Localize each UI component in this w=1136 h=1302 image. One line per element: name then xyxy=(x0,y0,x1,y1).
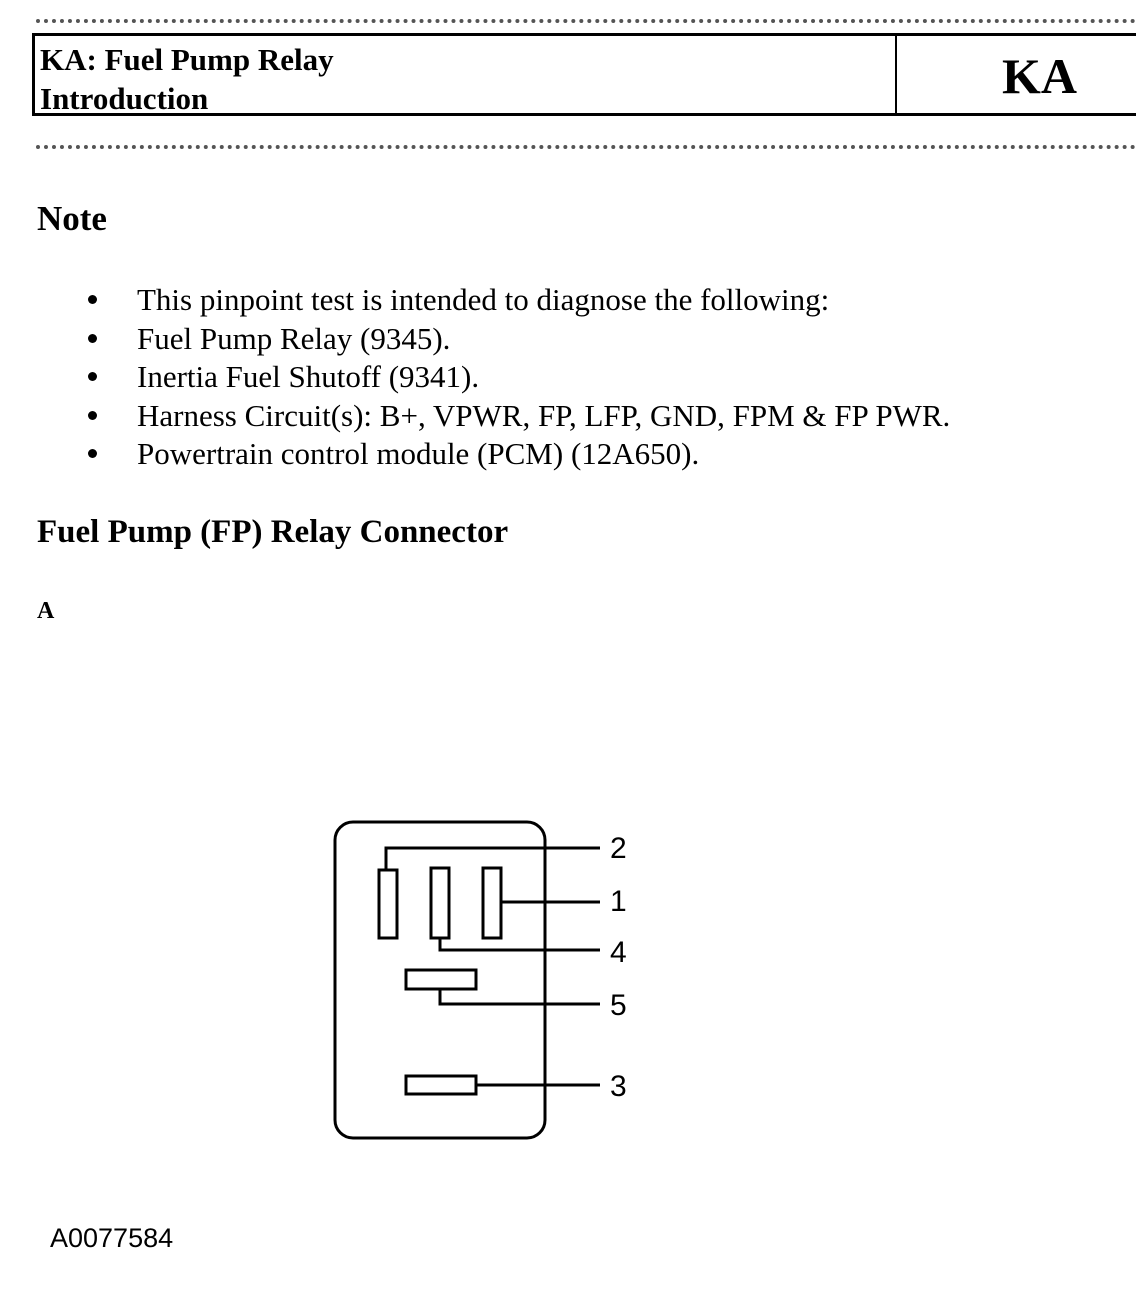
view-label: A xyxy=(37,598,55,624)
terminal-1 xyxy=(481,866,503,940)
bullet-icon xyxy=(88,372,97,381)
connector-heading: Fuel Pump (FP) Relay Connector xyxy=(37,514,509,550)
note-list: This pinpoint test is intended to diagno… xyxy=(0,281,950,474)
terminal-4 xyxy=(429,866,451,940)
pin-label-4: 4 xyxy=(610,936,627,969)
leader-line-pin-4 xyxy=(438,938,600,952)
top-dotted-rule xyxy=(36,19,1136,23)
note-list-item: Powertrain control module (PCM) (12A650)… xyxy=(0,435,950,474)
terminal-3 xyxy=(404,1074,478,1096)
pin-label-3: 3 xyxy=(610,1070,627,1103)
note-item-text: Harness Circuit(s): B+, VPWR, FP, LFP, G… xyxy=(137,397,951,433)
relay-connector-diagram: 2 1 4 5 3 xyxy=(333,820,627,1140)
header-divider xyxy=(895,36,897,113)
note-item-text: Powertrain control module (PCM) (12A650)… xyxy=(137,436,700,471)
bullet-icon xyxy=(88,410,97,420)
note-list-item: Harness Circuit(s): B+, VPWR, FP, LFP, G… xyxy=(0,397,950,436)
note-list-item: This pinpoint test is intended to diagno… xyxy=(0,281,950,320)
bullet-icon xyxy=(88,295,97,304)
note-list-item: Fuel Pump Relay (9345). xyxy=(0,320,950,359)
pin-label-1: 1 xyxy=(610,885,627,918)
pin-label-5: 5 xyxy=(610,989,627,1022)
header-title: KA: Fuel Pump Relay Introduction xyxy=(40,40,334,118)
diagram-id: A0077584 xyxy=(50,1223,174,1253)
leader-line-pin-5 xyxy=(438,989,600,1006)
header-title-line-1: KA: Fuel Pump Relay xyxy=(40,42,334,77)
terminal-2 xyxy=(377,868,399,940)
header-title-line-2: Introduction xyxy=(40,81,209,116)
connector-housing xyxy=(333,820,547,1140)
terminal-5 xyxy=(404,968,478,991)
note-list-item: Inertia Fuel Shutoff (9341). xyxy=(0,358,950,397)
bullet-icon xyxy=(88,449,97,458)
note-heading: Note xyxy=(37,199,107,238)
leader-line-pin-2 xyxy=(384,846,600,870)
bullet-icon xyxy=(88,333,97,343)
pin-label-2: 2 xyxy=(610,832,627,865)
note-item-text: Inertia Fuel Shutoff (9341). xyxy=(137,359,480,394)
note-item-text: Fuel Pump Relay (9345). xyxy=(137,320,451,356)
document-header: KA: Fuel Pump Relay Introduction KA xyxy=(32,33,1136,116)
note-item-text: This pinpoint test is intended to diagno… xyxy=(137,282,830,317)
header-code: KA xyxy=(1002,48,1077,104)
bottom-dotted-rule xyxy=(36,145,1136,149)
